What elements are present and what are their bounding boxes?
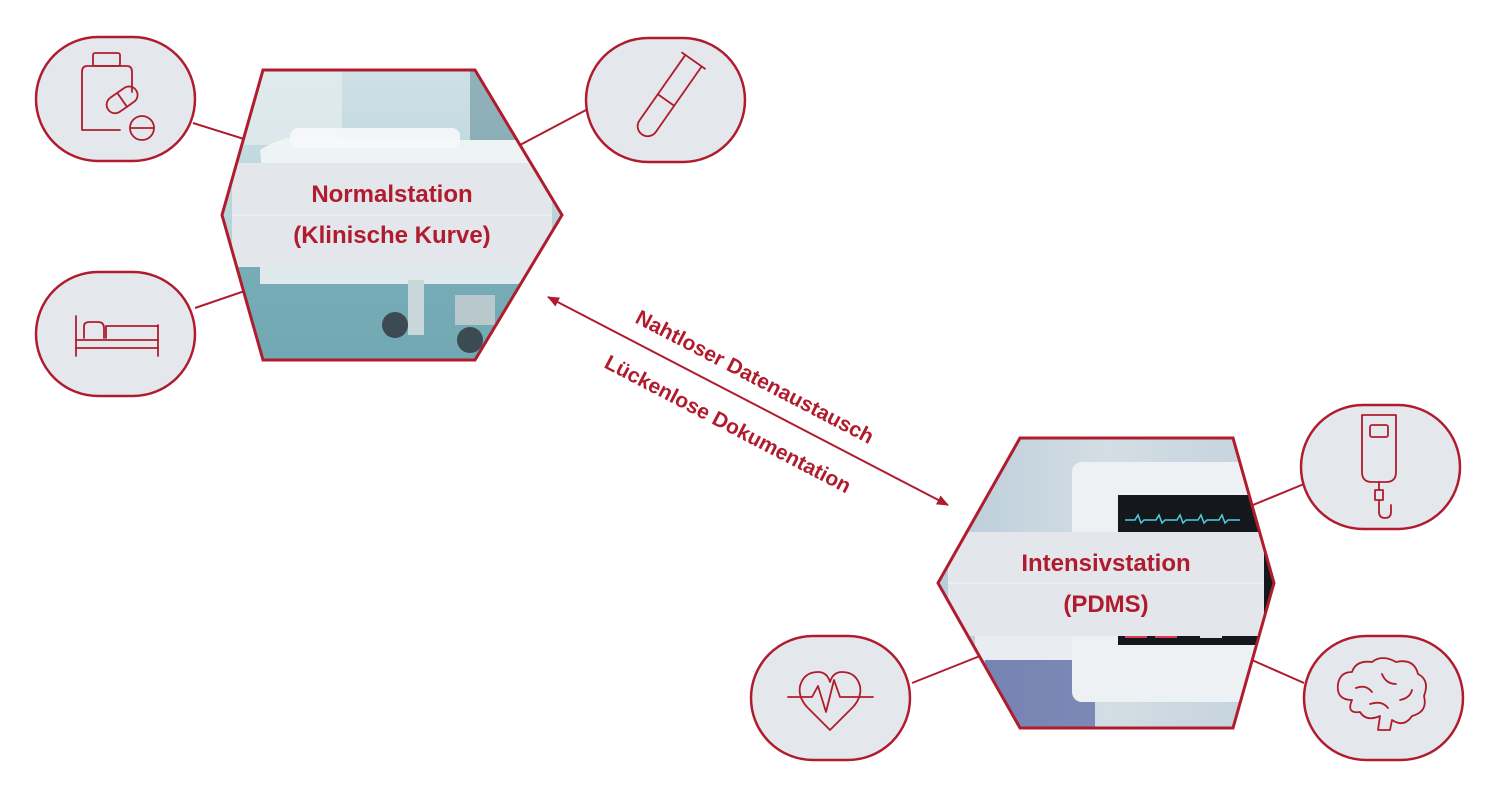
bed-icon — [34, 270, 197, 398]
test-tube-icon — [584, 36, 747, 164]
normalstation-subtitle: (Klinische Kurve) — [293, 222, 490, 249]
connector-heartbeat — [911, 655, 981, 684]
data-exchange-arrow — [547, 296, 949, 506]
node-normalstation: Normalstation (Klinische Kurve) — [220, 68, 564, 362]
normalstation-title: Normalstation — [311, 181, 472, 208]
iv-bag-icon — [1299, 403, 1462, 531]
medication-icon — [34, 35, 197, 163]
connector-test-tube — [519, 109, 587, 146]
brain-icon — [1302, 634, 1465, 762]
intensivstation-subtitle: (PDMS) — [1063, 591, 1148, 618]
heartbeat-icon — [749, 634, 912, 762]
node-intensivstation: Intensivstation (PDMS) — [936, 436, 1276, 730]
intensivstation-title: Intensivstation — [1021, 550, 1190, 577]
